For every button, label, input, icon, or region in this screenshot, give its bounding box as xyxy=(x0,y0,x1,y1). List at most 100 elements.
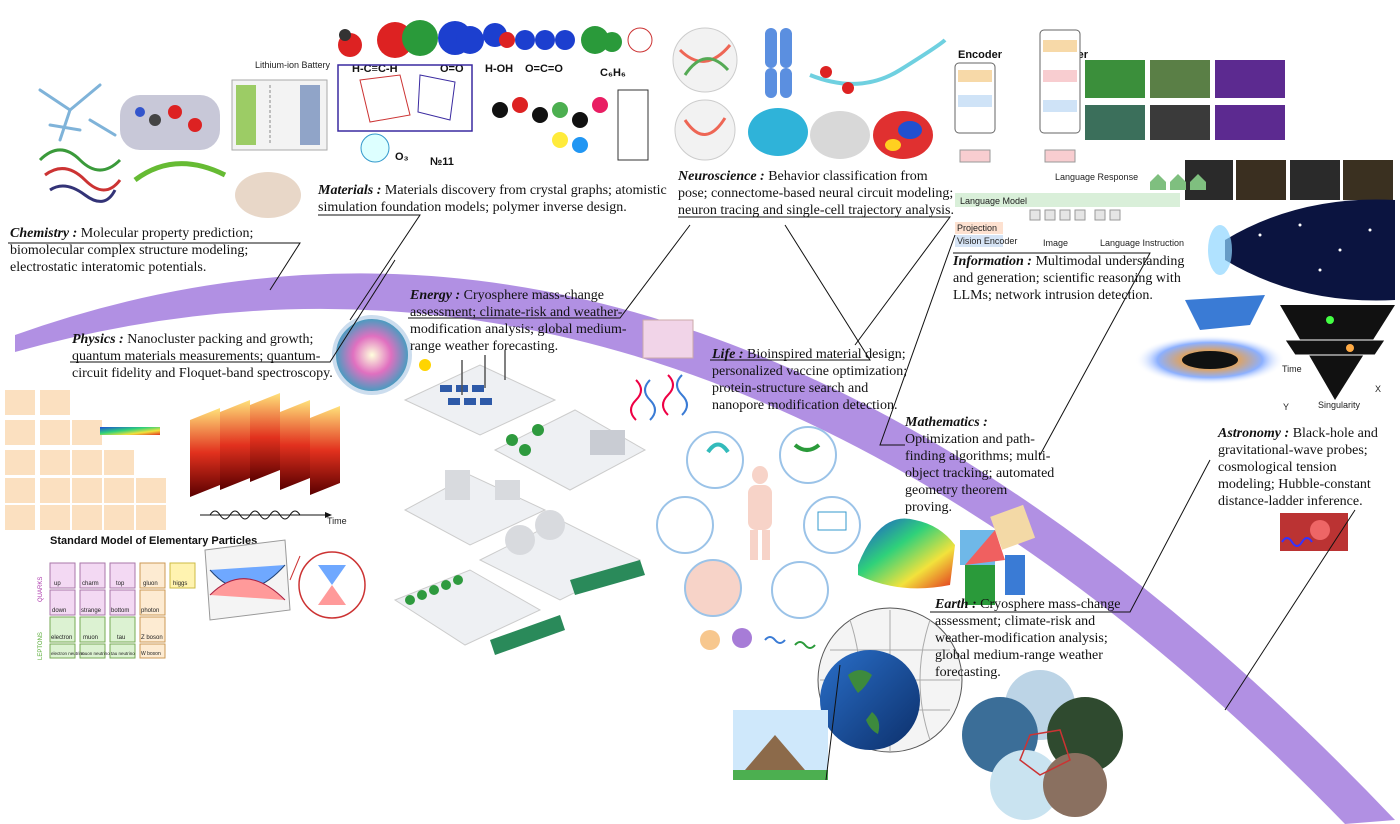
image-label: Image xyxy=(1043,238,1068,248)
materials-leader-line xyxy=(318,214,421,321)
mathematics-illustrations xyxy=(858,504,1036,605)
physics-leader-line xyxy=(70,259,396,363)
particle-muon-neutrino: muon neutrino xyxy=(81,651,110,656)
pythagoras-diagram xyxy=(960,504,1036,605)
cosmic-cone-icon xyxy=(1225,199,1395,301)
neuroscience-label: Neuroscience : Behavior classification f… xyxy=(678,168,958,219)
brain-tracts-icon xyxy=(748,108,808,156)
axis-label-x: X xyxy=(1375,384,1381,394)
chemistry-leader-line xyxy=(8,242,301,291)
astronomy-label: Astronomy : Black-hole and gravitational… xyxy=(1218,425,1393,510)
life-label: Life : Bioinspired material design; pers… xyxy=(712,346,917,414)
human-figure-icon xyxy=(752,466,768,484)
materials-label: Materials : Materials discovery from cry… xyxy=(318,182,673,216)
chemistry-illustrations: Lithium-ion Battery xyxy=(38,60,331,218)
ozone-molecule-icon xyxy=(360,133,390,163)
polymer-chain-icon xyxy=(492,97,608,153)
mathematics-desc: Optimization and path-finding algorithms… xyxy=(905,432,1055,515)
astronomy-illustrations: Time X Y Singularity xyxy=(1135,199,1395,551)
floquet-panels xyxy=(190,393,340,497)
language-model-label: Language Model xyxy=(960,196,1027,206)
energy-desc: Cryosphere mass-change assessment; clima… xyxy=(410,288,627,354)
materials-illustrations: H-C≡C-H O=O H-OH O=C=O C₆H₆ O₃ №11 xyxy=(337,20,653,168)
information-leader-line xyxy=(953,252,1151,456)
vision-encoder-label: Vision Encoder xyxy=(957,236,1017,246)
materials-desc: Materials discovery from crystal graphs;… xyxy=(318,183,667,215)
life-name: Life : xyxy=(712,347,744,362)
language-instruction-label: Language Instruction xyxy=(1100,238,1184,248)
life-cycle-diagram xyxy=(656,426,861,619)
information-name: Information : xyxy=(953,254,1032,269)
particle-z-boson: Z boson xyxy=(141,635,163,641)
earth-icon xyxy=(820,650,920,750)
token-houses xyxy=(1150,174,1206,190)
molecule-label-o3: O₃ xyxy=(395,151,409,163)
energy-name: Energy : xyxy=(410,288,461,303)
token-tiles xyxy=(1029,209,1121,221)
opal-stone-icon xyxy=(235,172,301,218)
chemistry-label: Chemistry : Molecular property predictio… xyxy=(10,225,295,276)
chemistry-name: Chemistry : xyxy=(10,226,78,241)
particle-down: down xyxy=(52,608,66,614)
orbital-grid xyxy=(5,390,166,530)
video-frames xyxy=(1085,60,1393,200)
astronomy-name: Astronomy : xyxy=(1218,426,1290,441)
neuroscience-illustrations xyxy=(672,27,947,161)
color-sphere-icon xyxy=(332,315,412,395)
life-desc: Bioinspired material design; personalize… xyxy=(712,347,908,413)
projection-box xyxy=(955,222,1003,234)
physics-name: Physics : xyxy=(72,332,124,347)
information-illustrations: Encoder Decoder Language Response Langua… xyxy=(954,29,1393,248)
detector-array-icon xyxy=(1185,295,1265,330)
protein-ribbon-icon xyxy=(38,148,122,203)
quarks-label: QUARKS xyxy=(38,577,44,602)
neuroscience-desc: Behavior classification from pose; conne… xyxy=(678,169,955,218)
optimization-surface-icon xyxy=(858,518,955,589)
energy-leader-line xyxy=(408,224,691,319)
molecule-label-hoh: H-OH xyxy=(485,63,513,75)
earth-label: Earth : Cryosphere mass-change assessmen… xyxy=(935,596,1145,681)
colorbar xyxy=(100,427,160,435)
standard-model-grid xyxy=(49,562,196,659)
connector-lines xyxy=(8,214,1356,781)
climate-photo-cluster xyxy=(962,670,1123,820)
molecule-label-no11: №11 xyxy=(430,156,454,168)
cell-icons-row xyxy=(700,628,816,650)
physics-illustrations: Time Standard Model of Elementary Partic… xyxy=(5,390,366,660)
mathematics-leader-line xyxy=(879,234,956,446)
band-structure-plot xyxy=(204,539,291,621)
particle-muon: muon xyxy=(83,635,98,641)
axis-label-y: Y xyxy=(1283,402,1289,412)
language-model-bar xyxy=(955,193,1180,207)
particle-photon: photon xyxy=(141,608,159,614)
energy-label: Energy : Cryosphere mass-change assessme… xyxy=(410,287,632,355)
brain-gray-icon xyxy=(810,111,870,159)
earth-desc: Cryosphere mass-change assessment; clima… xyxy=(935,597,1121,680)
particle-tau-neutrino: tau neutrino xyxy=(111,651,135,656)
materials-name: Materials : xyxy=(318,183,382,198)
neuron-cluster-icon xyxy=(38,83,117,142)
particle-w-boson: W boson xyxy=(141,651,161,657)
information-desc: Multimodal understanding and generation;… xyxy=(953,254,1185,303)
information-label: Information : Multimodal understanding a… xyxy=(953,253,1198,304)
projection-label: Projection xyxy=(957,223,997,233)
particle-top: top xyxy=(116,581,125,587)
wave-packet-icon xyxy=(209,510,301,520)
chemistry-desc: Molecular property prediction; biomolecu… xyxy=(10,226,254,275)
tissue-sample-icon xyxy=(642,319,694,359)
neuroscience-name: Neuroscience : xyxy=(678,169,765,184)
mathematics-name: Mathematics : xyxy=(905,415,988,430)
physics-desc: Nanocluster packing and growth; quantum … xyxy=(72,332,333,381)
nanotube-icon xyxy=(617,89,649,161)
helix-icon xyxy=(133,161,227,183)
chromosome-icon xyxy=(765,28,792,98)
particle-electron: electron xyxy=(51,635,72,641)
particle-strange: strange xyxy=(81,608,102,614)
ship-icon xyxy=(570,560,645,595)
earth-leader-line xyxy=(930,459,1211,613)
leptons-label: LEPTONS xyxy=(38,632,44,660)
particle-higgs: higgs xyxy=(173,581,187,587)
standard-model-title: Standard Model of Elementary Particles xyxy=(50,535,257,547)
life-illustrations xyxy=(630,319,861,650)
